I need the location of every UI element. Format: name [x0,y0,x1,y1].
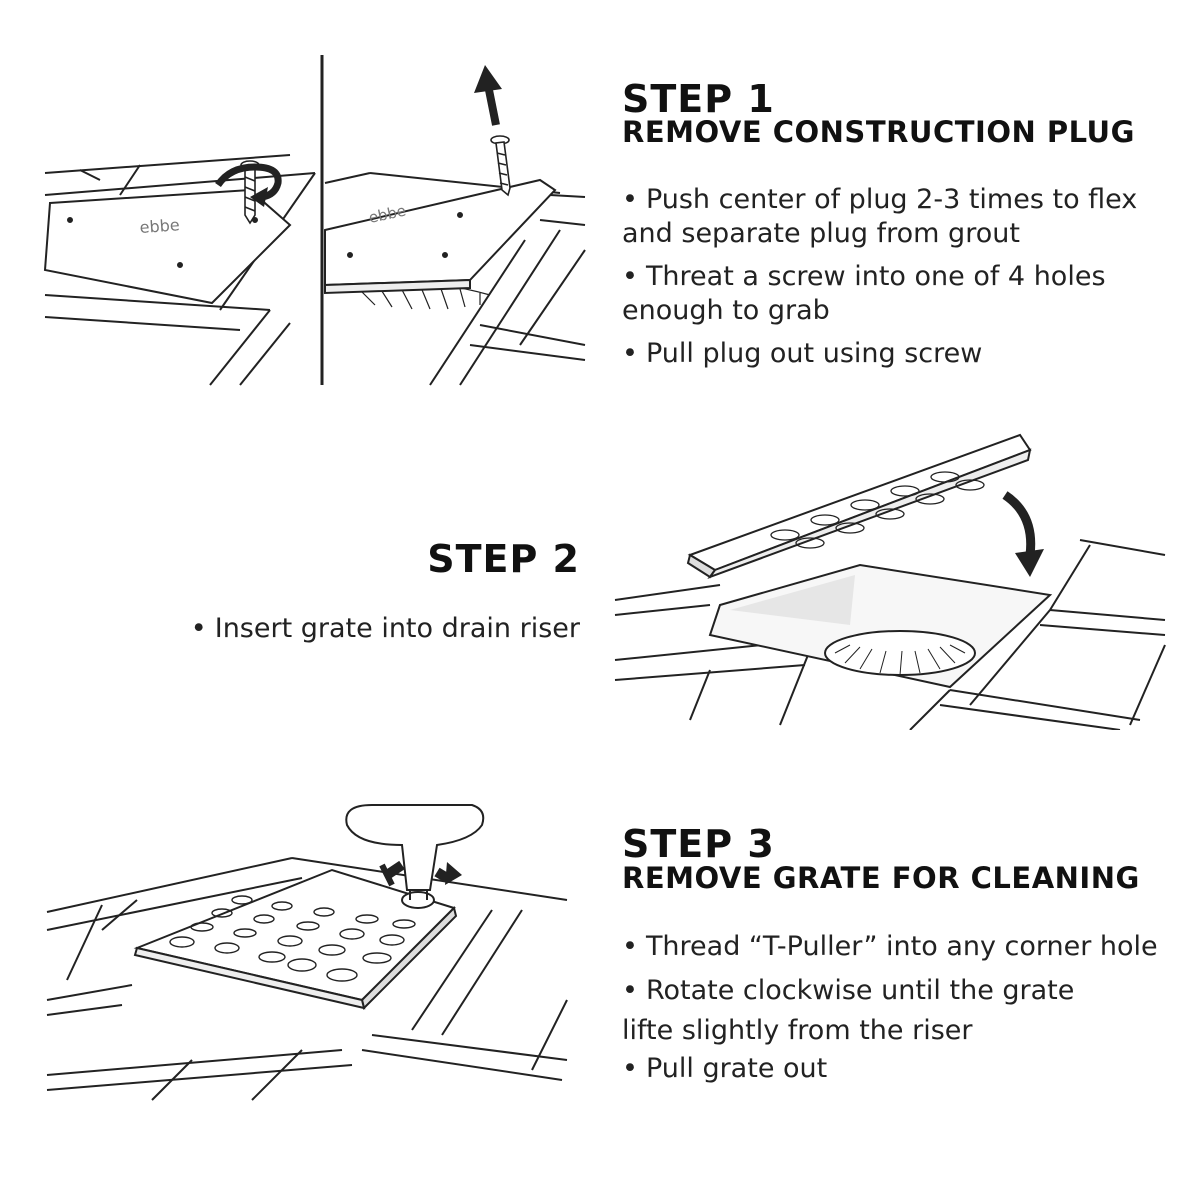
step2-instructions: Insert grate into drain riser [191,612,580,655]
step1-bullet: Pull plug out using screw [622,337,1162,371]
step3-subtitle: REMOVE GRATE FOR CLEANING [622,861,1140,895]
construction-plug-lifted [324,178,557,295]
step1-subtitle: REMOVE CONSTRUCTION PLUG [622,115,1135,149]
drain-strainer [834,644,966,676]
grate [133,868,458,1010]
grate [686,433,1032,580]
floor-tiles [614,539,1166,730]
rotate-arrow-icon [379,860,462,887]
floor-tiles [46,857,568,1101]
insert-arrow-icon [1002,491,1044,577]
step3-title: STEP 3 [622,822,775,866]
step2-bullet: Insert grate into drain riser [191,612,580,646]
step3-bullet: Pull grate out [622,1052,1162,1086]
rotate-arrow-icon [215,163,282,207]
t-puller-icon [345,804,485,909]
screw-icon [490,135,511,197]
up-arrow-icon [474,65,502,126]
step1-instructions: Push center of plug 2-3 times to flex an… [622,183,1162,380]
drain-riser [708,563,1053,689]
step3-bullet: Rotate clockwise until the grate [622,974,1162,1008]
construction-plug-left [43,188,292,305]
step1-bullet: Push center of plug 2-3 times to flex an… [622,183,1162,251]
step2-illustration [614,433,1166,730]
right-floor-tiles [324,172,586,386]
step1-illustration: ebbe ebbe [43,55,586,386]
grate-holes [770,471,985,549]
step1-title: STEP 1 [622,77,775,121]
step3-instructions: Thread “T-Puller” into any corner hole R… [622,930,1162,1090]
grate-holes [169,895,416,982]
plug-logo-left: ebbe [139,215,180,237]
step3-illustration [46,804,568,1101]
step3-bullet-continuation: lifte slightly from the riser [622,1015,973,1046]
step2-title: STEP 2 [427,537,580,581]
step3-bullet: Thread “T-Puller” into any corner hole [622,930,1162,964]
step1-bullet: Threat a screw into one of 4 holes enoug… [622,260,1162,328]
